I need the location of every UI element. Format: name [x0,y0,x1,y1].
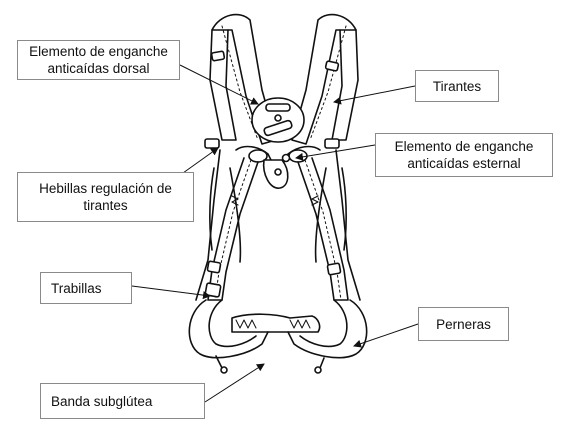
dorsal-leader [179,64,259,105]
right-leg-loop [287,299,368,374]
esternal-leader [295,144,376,161]
trabillas-leader [131,285,211,300]
left-keeper [204,260,222,298]
left-leg-loop [188,299,269,374]
subgluteal-band [231,313,321,333]
right-buckle [324,60,340,149]
dorsal-attachment-plate [251,97,305,143]
label-tirantes: Tirantes [415,70,499,102]
label-trabillas: Trabillas [40,272,132,304]
label-shoulder-buckles: Hebillas regulación de tirantes [17,172,194,222]
right-keeper [326,262,342,276]
label-sternal-attachment: Elemento de enganche anticaídas esternal [375,133,553,177]
right-chest-strap [297,149,361,301]
left-buckle [204,50,226,149]
label-dorsal-attachment: Elemento de enganche anticaídas dorsal [17,40,180,80]
tirantes-leader [333,85,416,105]
label-perneras: Perneras [418,307,509,341]
label-subgluteal-band: Banda subglútea [40,383,205,419]
banda-leader [204,363,265,403]
perneras-leader [353,323,419,348]
sternal-attachment-group [235,145,321,189]
left-chest-strap [195,149,259,301]
